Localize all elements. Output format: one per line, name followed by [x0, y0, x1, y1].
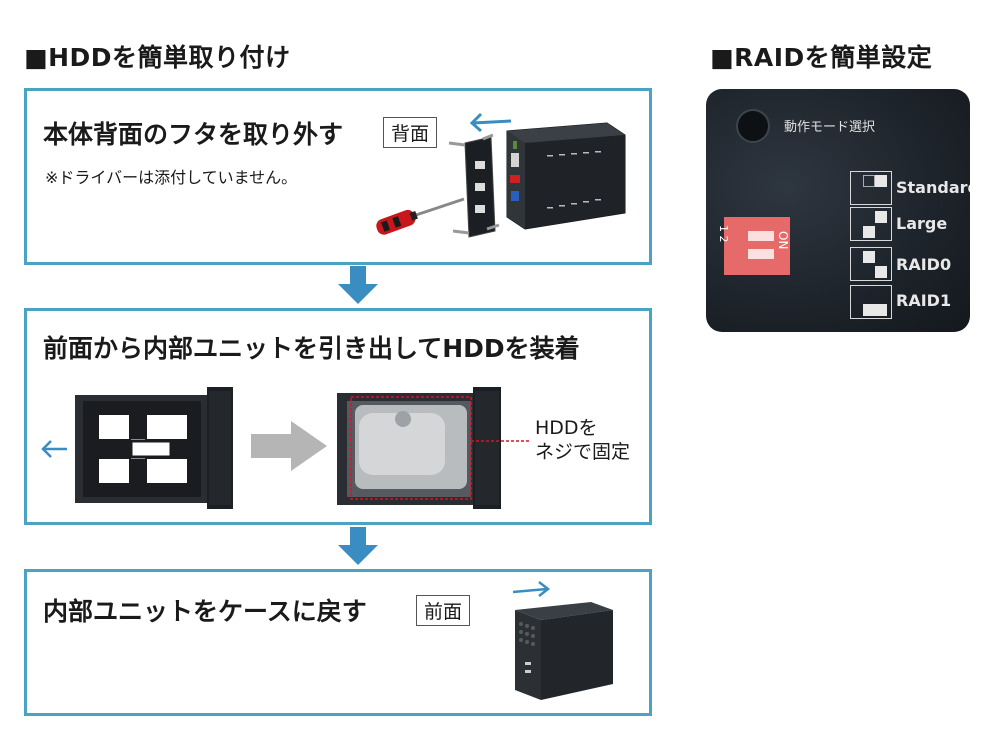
hdd-label-line1: HDDを: [535, 417, 598, 439]
mode-raid1-label: RAID1: [896, 291, 952, 310]
mode-button[interactable]: [736, 109, 770, 143]
step3-heading: 内部ユニットをケースに戻す: [43, 597, 367, 626]
step-remove-cover: 本体背面のフタを取り外す 背面 ※ドライバーは添付していません。: [24, 88, 652, 265]
raid-mode-panel: 動作モード選択 1 2 ON Standard Large RAID0 RAID…: [706, 89, 970, 332]
rear-tag: 背面: [383, 117, 438, 148]
drive-tray-icon: [41, 387, 233, 509]
step-insert-hdd: 前面から内部ユニットを引き出してHDDを装着 HDDを ネジで固定: [24, 308, 652, 525]
gray-arrow-icon: [251, 421, 327, 471]
mode-raid0-label: RAID0: [896, 255, 952, 274]
raid-section-title: ■RAIDを簡単設定: [710, 43, 933, 72]
hdd-label-line2: ネジで固定: [535, 441, 631, 463]
step1-heading: 本体背面のフタを取り外す: [43, 120, 344, 149]
dip-switch-lever-2[interactable]: [748, 249, 774, 259]
screwdriver-icon: [376, 197, 465, 235]
pull-left-arrow-icon: [469, 112, 512, 133]
raid0-switch-icon: [850, 247, 892, 281]
dip-on-label: ON: [776, 231, 790, 250]
hdd-case-front-icon: [515, 602, 613, 700]
dip-switch[interactable]: 1 2 ON: [717, 217, 790, 275]
large-switch-icon: [850, 207, 892, 241]
mode-select-label: 動作モード選択: [784, 120, 876, 135]
front-tag: 前面: [416, 595, 471, 626]
driver-note: ※ドライバーは添付していません。: [45, 168, 298, 187]
dip-switch-lever-1[interactable]: [748, 231, 774, 241]
down-arrow-icon: [338, 266, 378, 304]
down-arrow-icon-2: [338, 527, 378, 565]
hdd-section-title: ■HDDを簡単取り付け: [24, 43, 291, 72]
push-right-arrow-icon: [512, 581, 551, 597]
standard-switch-icon: [850, 171, 892, 205]
dip-numbers: 1 2: [717, 225, 730, 243]
mode-standard-label: Standard: [896, 178, 970, 197]
hdd-case-icon: [448, 122, 626, 238]
step-return-unit: 内部ユニットをケースに戻す 前面: [24, 569, 652, 716]
mode-large-label: Large: [896, 214, 948, 233]
step2-heading: 前面から内部ユニットを引き出してHDDを装着: [43, 334, 580, 363]
raid1-switch-icon: [850, 285, 892, 319]
hard-disk-icon: [337, 387, 529, 509]
